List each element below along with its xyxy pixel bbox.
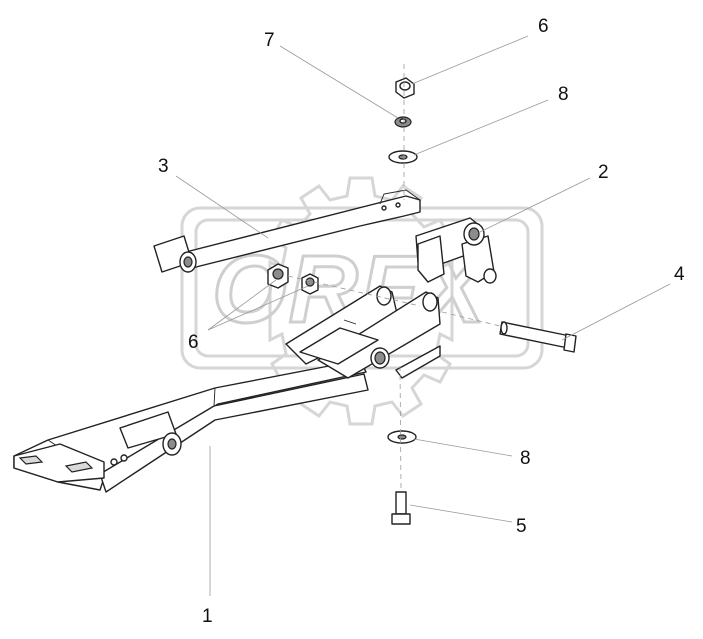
assembly-axis-lines (287, 64, 501, 491)
callout-2: 2 (598, 162, 609, 183)
callout-6-left: 6 (188, 332, 199, 353)
lock-washer-part-7 (394, 116, 412, 128)
callout-4: 4 (674, 264, 685, 285)
callout-3: 3 (158, 156, 169, 177)
callout-7: 7 (264, 30, 275, 51)
callout-5: 5 (516, 516, 527, 537)
callout-labels: 7 6 8 3 2 4 6 8 5 1 (158, 16, 685, 627)
bolt-part-4 (499, 321, 577, 353)
leader-lines (175, 35, 671, 596)
callout-6-top: 6 (538, 16, 549, 37)
short-bolt-part-5 (391, 491, 411, 525)
callout-8-top: 8 (558, 84, 569, 105)
upper-bar-part-3 (153, 189, 421, 273)
callout-8-bottom: 8 (520, 448, 531, 469)
washers-part-8 (387, 150, 418, 444)
clamp-bracket-part-2 (415, 217, 497, 284)
frame-arm-part-1 (13, 285, 441, 493)
callout-1: 1 (202, 606, 213, 627)
